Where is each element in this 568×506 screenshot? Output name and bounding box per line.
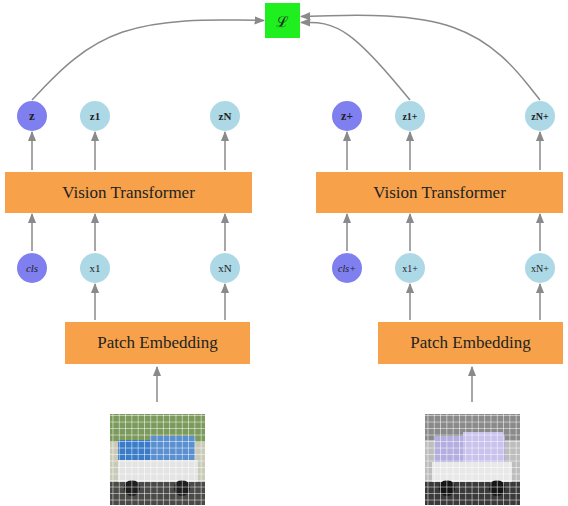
node-label: cls [26, 262, 38, 274]
node-label: Patch Embedding [410, 333, 530, 353]
embedding-box: Patch Embedding [378, 322, 563, 364]
node-label: cls+ [338, 263, 356, 274]
circle-fill [525, 253, 555, 283]
arrow-connector [224, 132, 226, 170]
arrow-connector [224, 214, 226, 251]
arrow-connector [409, 284, 411, 320]
patch-token: x1+ [395, 253, 425, 283]
input-arrow [156, 367, 158, 402]
arrow-connector [409, 214, 411, 251]
circle-fill [17, 253, 47, 283]
arrow-connector [346, 214, 348, 251]
patch-output: zN [210, 101, 240, 131]
patch-token: xN+ [525, 253, 555, 283]
node-label: zN+ [531, 111, 548, 122]
loss-box: ℒ [265, 3, 300, 38]
arrow-connector [409, 132, 411, 170]
circle-fill [210, 101, 240, 131]
class-token: cls+ [332, 253, 362, 283]
input-image [110, 414, 205, 505]
embedding-box: Patch Embedding [65, 322, 250, 364]
class-output: z [17, 101, 47, 131]
arrow-connector [539, 284, 541, 320]
augmented-image [425, 414, 520, 505]
node-label: z1 [90, 110, 100, 122]
arrow-connector [224, 284, 226, 320]
arrow-connector [94, 284, 96, 320]
circle-fill [80, 101, 110, 131]
node-label: zN [219, 110, 232, 122]
node-label: xN [218, 262, 231, 274]
patch-token: xN [210, 253, 240, 283]
class-output: z+ [332, 101, 362, 131]
patch-token: x1 [80, 253, 110, 283]
patch-output: z1 [80, 101, 110, 131]
arrow-connector [32, 20, 264, 100]
arrow-connector [94, 214, 96, 251]
node-label: xN+ [531, 263, 549, 274]
transformer-box: Vision Transformer [316, 172, 563, 213]
arrow-connector [31, 132, 33, 170]
arrow-connector [301, 15, 540, 100]
node-label: Patch Embedding [97, 333, 217, 353]
arrow-connector [346, 132, 348, 170]
arrow-connector [301, 22, 410, 100]
arrow-connector [31, 214, 33, 251]
node-label: x1+ [402, 263, 418, 274]
node-label: z1+ [402, 111, 417, 122]
circle-fill [525, 101, 555, 131]
node-label: Vision Transformer [62, 183, 195, 203]
circle-fill [332, 101, 362, 131]
arrow-connector [94, 132, 96, 170]
circle-fill [332, 253, 362, 283]
circle-fill [210, 253, 240, 283]
arrow-connector [539, 214, 541, 251]
class-token: cls [17, 253, 47, 283]
node-label: Vision Transformer [373, 183, 506, 203]
transformer-box: Vision Transformer [5, 172, 252, 213]
circle-fill [17, 101, 47, 131]
input-arrow [471, 367, 473, 402]
node-label: z+ [341, 109, 353, 124]
circle-fill [80, 253, 110, 283]
node-label: x1 [90, 262, 101, 274]
arrow-connector [539, 132, 541, 170]
circle-fill [395, 253, 425, 283]
patch-output: zN+ [525, 101, 555, 131]
node-label: ℒ [276, 11, 289, 31]
node-label: z [29, 108, 35, 124]
patch-output: z1+ [395, 101, 425, 131]
circle-fill [395, 101, 425, 131]
